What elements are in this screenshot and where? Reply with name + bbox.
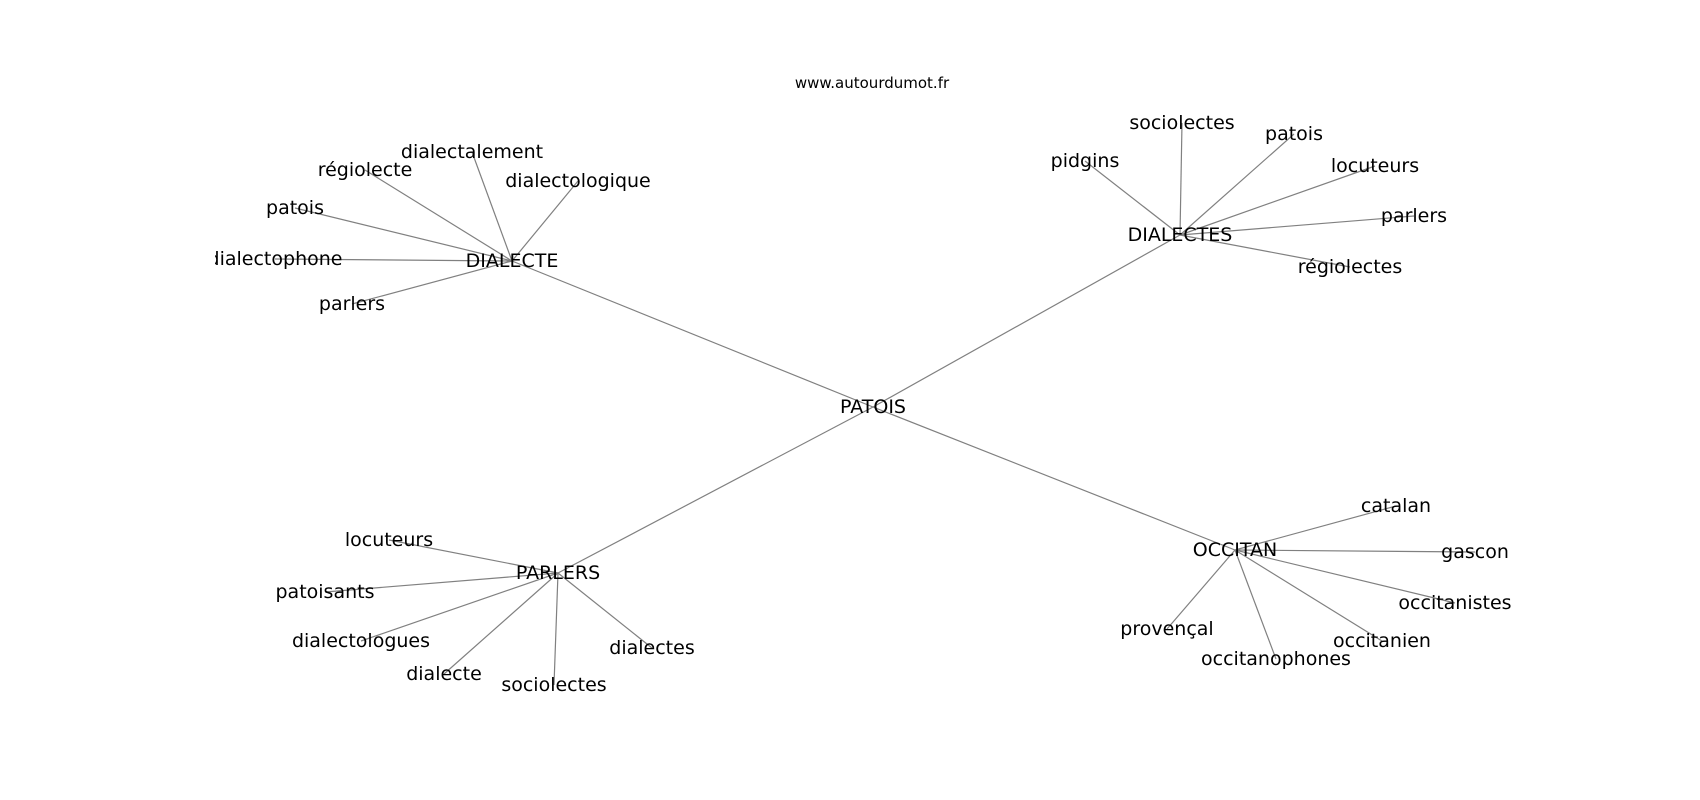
edge-hub-leaf [388, 539, 559, 574]
graph-edges [274, 122, 1476, 686]
leaf-node: sociolectes [1129, 112, 1234, 134]
center-node: PATOIS [840, 396, 906, 418]
leaf-node: patoisants [276, 581, 375, 603]
edge-hub-leaf [351, 260, 513, 305]
edge-hub-leaf [471, 151, 513, 262]
edge-hub-leaf [324, 572, 559, 593]
edge-center-hub [557, 406, 874, 574]
edge-hub-leaf [1179, 215, 1415, 236]
leaf-node: locuteurs [1331, 155, 1419, 177]
edge-hub-leaf [1234, 549, 1456, 604]
leaf-node: occitanophones [1201, 648, 1351, 670]
leaf-node: gascon [1441, 541, 1509, 563]
leaf-node: provençal [1120, 618, 1213, 640]
hub-node: OCCITAN [1193, 539, 1277, 561]
edge-hub-leaf [1234, 549, 1383, 642]
leaf-node: occitanien [1333, 630, 1431, 652]
leaf-node: parlers [319, 293, 385, 315]
edge-hub-leaf [1179, 122, 1183, 236]
leaf-node: catalan [1361, 495, 1431, 517]
leaf-node: patois [266, 197, 324, 219]
leaf-node: pidgins [1051, 150, 1120, 172]
edge-hub-leaf [1179, 165, 1376, 236]
edge-hub-leaf [1166, 549, 1236, 630]
edge-hub-leaf [553, 572, 559, 686]
leaf-node: dialectes [609, 637, 694, 659]
edge-hub-leaf [1234, 549, 1277, 660]
leaf-node: patois [1265, 123, 1323, 145]
edge-hub-leaf [294, 207, 513, 262]
edge-hub-leaf [443, 572, 559, 675]
edge-hub-leaf [1179, 234, 1351, 268]
edge-center-hub [872, 406, 1236, 551]
hub-node: PARLERS [516, 562, 600, 584]
edge-center-hub [511, 260, 874, 408]
edge-hub-leaf [1179, 133, 1295, 236]
hub-node: DIALECTE [466, 250, 559, 272]
leaf-node: dialectologues [292, 630, 430, 652]
leaf-node: occitanistes [1398, 592, 1511, 614]
leaf-node: dialectophone [208, 248, 343, 270]
edge-hub-leaf [274, 258, 513, 262]
edge-hub-leaf [1234, 505, 1397, 551]
leaf-node: locuteurs [345, 529, 433, 551]
source-watermark: www.autourdumot.fr [795, 74, 950, 92]
edge-hub-leaf [557, 572, 653, 649]
edge-hub-leaf [364, 169, 513, 262]
edge-hub-leaf [511, 180, 579, 262]
edge-hub-leaf [1084, 160, 1181, 236]
leaf-node: dialecte [406, 663, 482, 685]
leaf-node: dialectalement [401, 141, 543, 163]
leaf-node: parlers [1381, 205, 1447, 227]
edge-hub-leaf [360, 572, 559, 642]
leaf-node: régiolecte [318, 159, 413, 181]
leaf-node: dialectologique [505, 170, 651, 192]
hub-node: DIALECTES [1128, 224, 1233, 246]
leaf-node: régiolectes [1298, 256, 1403, 278]
edge-center-hub [872, 234, 1181, 408]
edge-hub-leaf [1234, 549, 1476, 553]
leaf-node: sociolectes [501, 674, 606, 696]
